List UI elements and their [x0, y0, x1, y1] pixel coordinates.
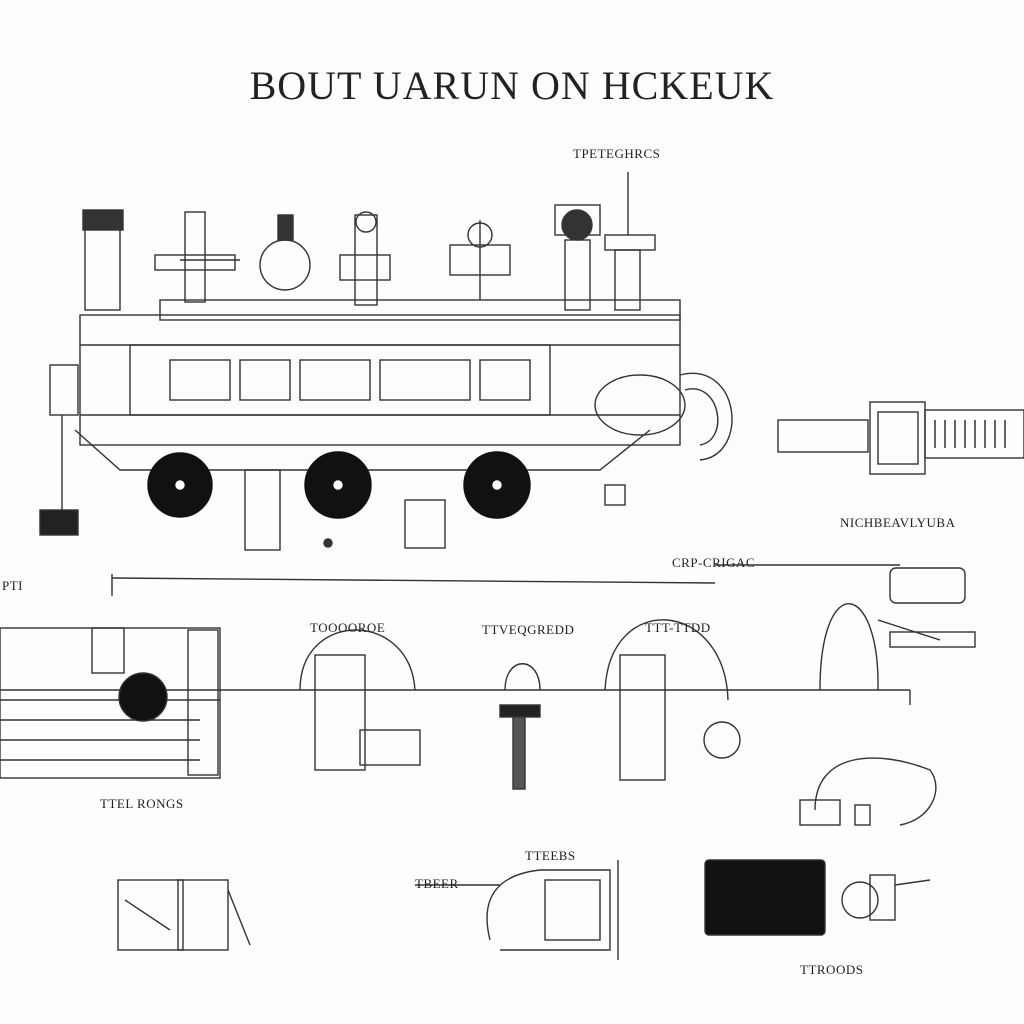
- arch-label-1: TOOOOROE: [310, 620, 386, 635]
- right-mid-caption: NICHBEAVLYUBA: [840, 515, 956, 530]
- lower-left-caption: TTEL RONGS: [100, 796, 184, 811]
- bottom-mid-tag: TTEEBS: [525, 848, 576, 863]
- valve-post: [499, 663, 541, 790]
- left-edge-tag: PTI: [2, 578, 23, 593]
- bottom-component-mid: [415, 860, 619, 960]
- main-machine: [39, 172, 733, 551]
- arch-1: [299, 629, 421, 771]
- bottom-component-right: [704, 859, 931, 936]
- arch-label-3: TTT-TTDD: [645, 620, 711, 635]
- arch-3: [819, 603, 976, 691]
- bottom-component-left: [117, 879, 251, 951]
- hose-component: [799, 757, 937, 826]
- top-right-tag: TPETEGHRCS: [573, 146, 661, 161]
- right-component: [777, 401, 1024, 475]
- lower-mechanism: [0, 627, 221, 779]
- pipe-label-right: CRP-CRIGAC: [672, 555, 756, 570]
- bottom-small-tag: TBEER: [415, 876, 459, 891]
- diagram-title: BOUT UARUN ON HCKEUK: [249, 63, 775, 108]
- arch-2: [604, 619, 741, 781]
- arch-label-2: TTVEQGREDD: [482, 622, 575, 637]
- bottom-right-caption: TTROODS: [800, 962, 864, 977]
